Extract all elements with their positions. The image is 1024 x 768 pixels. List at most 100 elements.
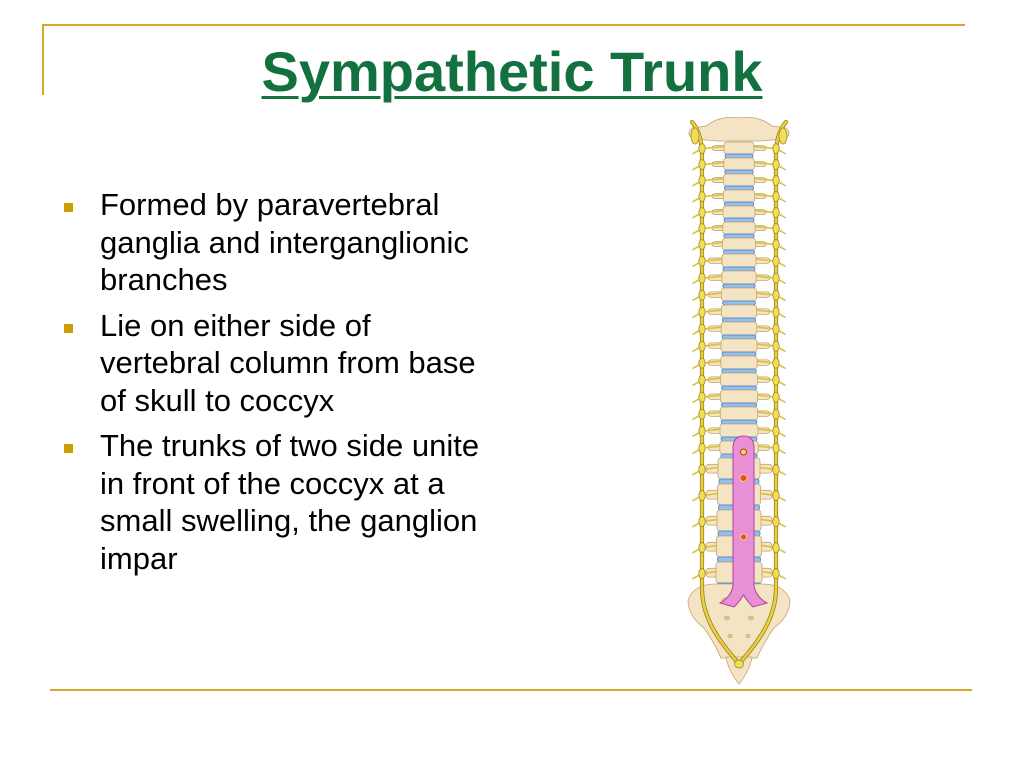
intervertebral-disc: [720, 419, 758, 425]
paravertebral-ganglion: [772, 391, 780, 403]
paravertebral-ganglion: [698, 464, 706, 475]
paravertebral-ganglion: [772, 272, 780, 284]
intervertebral-disc: [721, 385, 757, 391]
sacral-foramen: [724, 615, 730, 621]
sacral-foramen: [745, 633, 751, 639]
paravertebral-ganglion: [698, 323, 706, 335]
vertebral-body: [721, 270, 757, 285]
paravertebral-ganglion: [698, 175, 706, 187]
superior-cervical-ganglion: [690, 127, 700, 145]
paravertebral-ganglion: [698, 306, 706, 318]
intervertebral-disc: [723, 233, 755, 239]
paravertebral-ganglion: [772, 289, 780, 301]
intervertebral-disc: [721, 351, 757, 357]
intervertebral-disc: [722, 300, 756, 306]
ramus-communicans: [701, 161, 725, 166]
intervertebral-disc: [724, 169, 754, 175]
bullet-item: The trunks of two side unite in front of…: [64, 427, 494, 577]
paravertebral-ganglion: [772, 323, 780, 335]
paravertebral-ganglion: [772, 340, 780, 352]
vertebral-body: [720, 389, 759, 404]
paravertebral-ganglion: [698, 357, 706, 369]
skull-base: [688, 116, 790, 142]
vertebral-column-illustration: [687, 116, 791, 685]
vertebral-body: [720, 372, 758, 387]
sacral-foramen: [727, 633, 733, 639]
ganglion-impar: [734, 659, 744, 669]
paravertebral-ganglion: [698, 207, 706, 219]
paravertebral-ganglion: [772, 306, 780, 318]
vertebral-body: [723, 173, 755, 187]
intervertebral-disc: [721, 334, 757, 340]
median-vessel: [718, 435, 769, 608]
preaortic-ganglion: [740, 448, 747, 456]
vertebral-body: [722, 237, 756, 251]
intervertebral-disc: [724, 185, 754, 191]
intervertebral-disc: [723, 201, 755, 207]
paravertebral-ganglion: [698, 289, 706, 301]
vertebral-body: [719, 406, 759, 421]
paravertebral-ganglion: [772, 542, 780, 553]
paravertebral-ganglion: [772, 191, 780, 203]
paravertebral-ganglion: [698, 159, 706, 171]
paravertebral-ganglion: [698, 239, 706, 251]
paravertebral-ganglion: [772, 464, 780, 475]
paravertebral-ganglion: [772, 490, 780, 501]
ramus-communicans: [753, 161, 777, 166]
square-bullet-icon: [64, 203, 73, 212]
paravertebral-ganglion: [698, 340, 706, 352]
median-vessel-body: [718, 435, 769, 608]
paravertebral-ganglion: [698, 272, 706, 284]
ramus-communicans: [701, 145, 725, 150]
paravertebral-ganglion: [772, 408, 780, 420]
paravertebral-ganglion: [772, 374, 780, 386]
bullet-text: Lie on either side of vertebral column f…: [100, 307, 476, 418]
square-bullet-icon: [64, 323, 73, 333]
frame-line-top: [42, 24, 965, 26]
paravertebral-ganglion: [772, 175, 780, 187]
vertebral-body: [722, 189, 756, 203]
paravertebral-ganglion: [698, 425, 706, 437]
paravertebral-ganglion: [772, 223, 780, 235]
paravertebral-ganglion: [772, 425, 780, 437]
square-bullet-icon: [64, 444, 73, 453]
paravertebral-ganglion: [772, 143, 780, 155]
paravertebral-ganglion: [698, 542, 706, 553]
paravertebral-ganglion: [772, 255, 780, 267]
paravertebral-ganglion: [698, 191, 706, 203]
intervertebral-disc: [724, 153, 754, 159]
intervertebral-disc: [721, 368, 757, 374]
ramus-communicans: [753, 145, 777, 150]
slide-title: Sympathetic Trunk: [261, 40, 763, 103]
intervertebral-disc: [722, 317, 757, 323]
paravertebral-ganglion: [698, 568, 706, 579]
bullet-text: The trunks of two side unite in front of…: [100, 428, 480, 576]
preaortic-ganglion: [740, 533, 747, 541]
vertebral-body: [723, 157, 755, 171]
atlas-bone: [688, 116, 790, 142]
superior-cervical-ganglion: [778, 127, 788, 145]
bullet-list: Formed by paravertebral ganglia and inte…: [64, 186, 494, 577]
coccyx: [725, 656, 753, 685]
intervertebral-disc: [723, 217, 755, 223]
paravertebral-ganglion: [698, 442, 706, 454]
intervertebral-disc: [721, 402, 758, 408]
intervertebral-disc: [722, 266, 756, 272]
paravertebral-ganglion: [698, 223, 706, 235]
vertebral-body: [720, 355, 758, 370]
paravertebral-ganglion: [698, 490, 706, 501]
vertebral-body: [721, 287, 757, 302]
paravertebral-ganglion: [772, 357, 780, 369]
intervertebral-disc: [723, 249, 755, 255]
vertebral-body: [720, 321, 758, 336]
vertebral-body: [720, 338, 758, 353]
preaortic-ganglion: [739, 474, 748, 482]
vertebral-body: [719, 423, 759, 438]
bullet-item: Formed by paravertebral ganglia and inte…: [64, 186, 494, 299]
paravertebral-ganglion: [772, 568, 780, 579]
vertebral-body: [721, 253, 757, 268]
vertebral-body: [721, 304, 758, 319]
paravertebral-ganglion: [772, 159, 780, 171]
paravertebral-ganglion: [698, 516, 706, 527]
